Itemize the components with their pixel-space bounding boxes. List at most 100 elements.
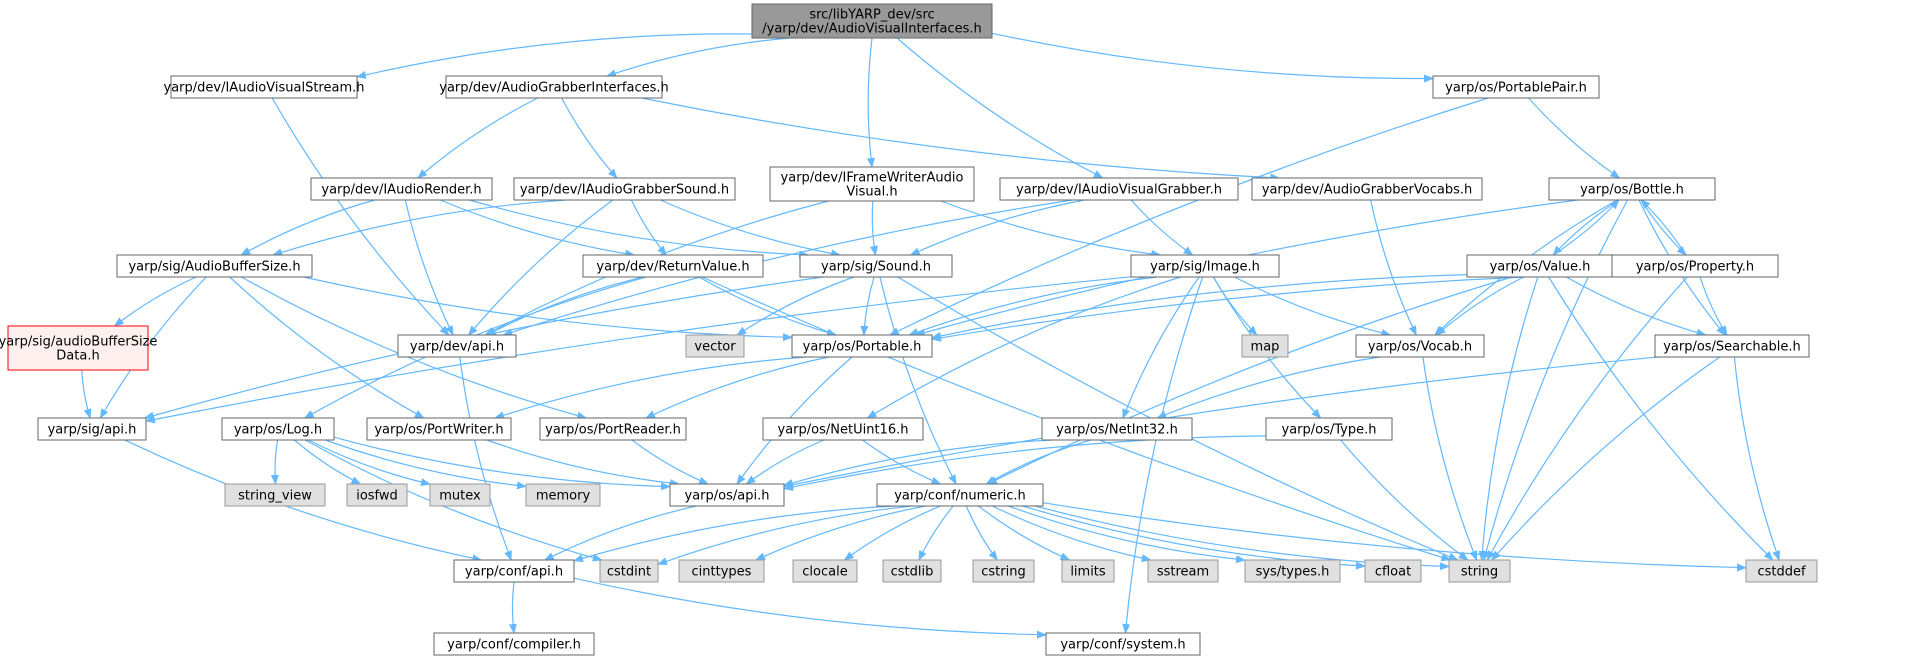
node-cstdlib: cstdlib bbox=[882, 559, 942, 583]
node-box-mutex bbox=[429, 483, 491, 507]
edge-osapi-to-confapi bbox=[543, 505, 697, 561]
node-box-bottle bbox=[1548, 177, 1716, 201]
node-box-limits bbox=[1061, 559, 1115, 583]
node-audiobufsize[interactable]: yarp/sig/AudioBufferSize.h bbox=[116, 254, 313, 278]
node-agrabvocabs[interactable]: yarp/dev/AudioGrabberVocabs.h bbox=[1251, 177, 1483, 201]
edge-numeric-to-cstddef bbox=[1042, 502, 1747, 572]
node-bottle[interactable]: yarp/os/Bottle.h bbox=[1548, 177, 1716, 201]
node-cinttypes: cinttypes bbox=[678, 559, 765, 583]
node-box-agrabvocabs bbox=[1251, 177, 1483, 201]
edge-root-to-agrabint bbox=[606, 37, 791, 77]
node-box-iosfwd bbox=[346, 483, 408, 507]
edge-iaudiorender-to-devapi bbox=[404, 199, 454, 336]
edges-layer bbox=[81, 32, 1780, 639]
edge-image-to-sigapi bbox=[145, 276, 1132, 424]
edge-numeric-to-cstring bbox=[965, 505, 998, 561]
node-image[interactable]: yarp/sig/Image.h bbox=[1130, 254, 1280, 278]
node-box-image bbox=[1130, 254, 1280, 278]
edge-portreader-to-osapi bbox=[631, 439, 709, 485]
node-label-sstream: sstream bbox=[1157, 565, 1209, 580]
node-agrabint[interactable]: yarp/dev/AudioGrabberInterfaces.h bbox=[439, 75, 669, 99]
node-label-iavstream: yarp/dev/IAudioVisualStream.h bbox=[164, 81, 365, 96]
node-iavstream[interactable]: yarp/dev/IAudioVisualStream.h bbox=[164, 75, 365, 99]
node-numeric[interactable]: yarp/conf/numeric.h bbox=[876, 483, 1044, 507]
node-box-iagrabsound bbox=[513, 177, 736, 201]
edge-image-to-system bbox=[1122, 276, 1204, 634]
edge-value-to-bottle bbox=[1552, 199, 1620, 256]
node-box-portpair bbox=[1432, 75, 1600, 99]
node-box-clocale bbox=[792, 559, 858, 583]
node-devapi[interactable]: yarp/dev/api.h bbox=[397, 334, 517, 358]
node-box-system bbox=[1045, 632, 1201, 656]
node-label-portpair: yarp/os/PortablePair.h bbox=[1445, 81, 1587, 96]
node-sound[interactable]: yarp/sig/Sound.h bbox=[799, 254, 953, 278]
node-box-osapi bbox=[669, 483, 785, 507]
node-portable[interactable]: yarp/os/Portable.h bbox=[791, 334, 933, 358]
nodes-layer: src/libYARP_dev/src/yarp/dev/AudioVisual… bbox=[0, 3, 1818, 656]
node-sigapi[interactable]: yarp/sig/api.h bbox=[37, 417, 147, 441]
node-system[interactable]: yarp/conf/system.h bbox=[1045, 632, 1201, 656]
node-box-iavgrabber bbox=[999, 177, 1239, 201]
node-box-map bbox=[1241, 334, 1289, 358]
edge-agrabint-to-iaudiorender bbox=[417, 97, 538, 179]
node-root[interactable]: src/libYARP_dev/src/yarp/dev/AudioVisual… bbox=[751, 3, 993, 39]
node-compiler[interactable]: yarp/conf/compiler.h bbox=[433, 632, 595, 656]
node-value[interactable]: yarp/os/Value.h bbox=[1466, 254, 1614, 278]
node-label-cstdint: cstdint bbox=[607, 565, 651, 580]
edge-iaudiorender-to-sound bbox=[469, 199, 810, 259]
node-log[interactable]: yarp/os/Log.h bbox=[221, 417, 335, 441]
node-memory: memory bbox=[525, 483, 601, 507]
node-string: string bbox=[1448, 559, 1511, 583]
node-label-returnvalue: yarp/dev/ReturnValue.h bbox=[596, 260, 749, 275]
node-limits: limits bbox=[1061, 559, 1115, 583]
node-label-value: yarp/os/Value.h bbox=[1490, 260, 1591, 275]
node-label-cinttypes: cinttypes bbox=[692, 565, 752, 580]
edge-confapi-to-system bbox=[573, 577, 1047, 639]
node-box-cfloat bbox=[1364, 559, 1422, 583]
node-portpair[interactable]: yarp/os/PortablePair.h bbox=[1432, 75, 1600, 99]
edge-vocab-to-string bbox=[1422, 356, 1478, 561]
edge-sigapi-to-confapi bbox=[124, 439, 483, 563]
node-osapi[interactable]: yarp/os/api.h bbox=[669, 483, 785, 507]
node-label-memory: memory bbox=[536, 489, 591, 504]
edge-confapi-to-compiler bbox=[508, 581, 517, 634]
node-label-root: src/libYARP_dev/src bbox=[809, 8, 934, 23]
node-portreader[interactable]: yarp/os/PortReader.h bbox=[539, 417, 687, 441]
node-clocale: clocale bbox=[792, 559, 858, 583]
node-portwriter[interactable]: yarp/os/PortWriter.h bbox=[366, 417, 512, 441]
node-mutex: mutex bbox=[429, 483, 491, 507]
edge-audiobufsize-to-sigapi bbox=[99, 276, 207, 419]
node-label-iosfwd: iosfwd bbox=[356, 489, 398, 504]
node-searchable[interactable]: yarp/os/Searchable.h bbox=[1654, 334, 1810, 358]
edge-root-to-portpair bbox=[991, 32, 1434, 83]
edge-vocab-to-netint32 bbox=[1156, 356, 1380, 419]
node-label-string: string bbox=[1461, 565, 1498, 580]
edge-numeric-to-string bbox=[1035, 505, 1450, 571]
edge-log-to-iosfwd bbox=[294, 439, 362, 485]
node-property[interactable]: yarp/os/Property.h bbox=[1611, 254, 1779, 278]
edge-searchable-to-string bbox=[1491, 356, 1721, 561]
node-label-clocale: clocale bbox=[802, 565, 847, 580]
node-returnvalue[interactable]: yarp/dev/ReturnValue.h bbox=[582, 254, 764, 278]
node-box-cinttypes bbox=[678, 559, 765, 583]
edge-value-to-portable bbox=[931, 274, 1468, 340]
node-iagrabsound[interactable]: yarp/dev/IAudioGrabberSound.h bbox=[513, 177, 736, 201]
node-box-iframewriter bbox=[769, 166, 975, 202]
edge-portable-to-portwriter bbox=[494, 356, 806, 420]
node-label-netint32: yarp/os/NetInt32.h bbox=[1056, 423, 1178, 438]
node-netint32[interactable]: yarp/os/NetInt32.h bbox=[1041, 417, 1193, 441]
node-vocab[interactable]: yarp/os/Vocab.h bbox=[1355, 334, 1485, 358]
node-label-mutex: mutex bbox=[439, 489, 481, 504]
node-box-log bbox=[221, 417, 335, 441]
node-netuint16[interactable]: yarp/os/NetUint16.h bbox=[762, 417, 924, 441]
edge-returnvalue-to-devapi bbox=[485, 276, 644, 336]
edge-property-to-bottle bbox=[1640, 199, 1687, 256]
node-iaudiorender[interactable]: yarp/dev/IAudioRender.h bbox=[310, 177, 493, 201]
edge-agrabint-to-iagrabsound bbox=[561, 97, 618, 179]
node-type[interactable]: yarp/os/Type.h bbox=[1265, 417, 1393, 441]
node-iavgrabber[interactable]: yarp/dev/IAudioVisualGrabber.h bbox=[999, 177, 1239, 201]
node-label-audiobufdata: yarp/sig/audioBufferSize bbox=[0, 335, 157, 350]
node-confapi[interactable]: yarp/conf/api.h bbox=[453, 559, 575, 583]
